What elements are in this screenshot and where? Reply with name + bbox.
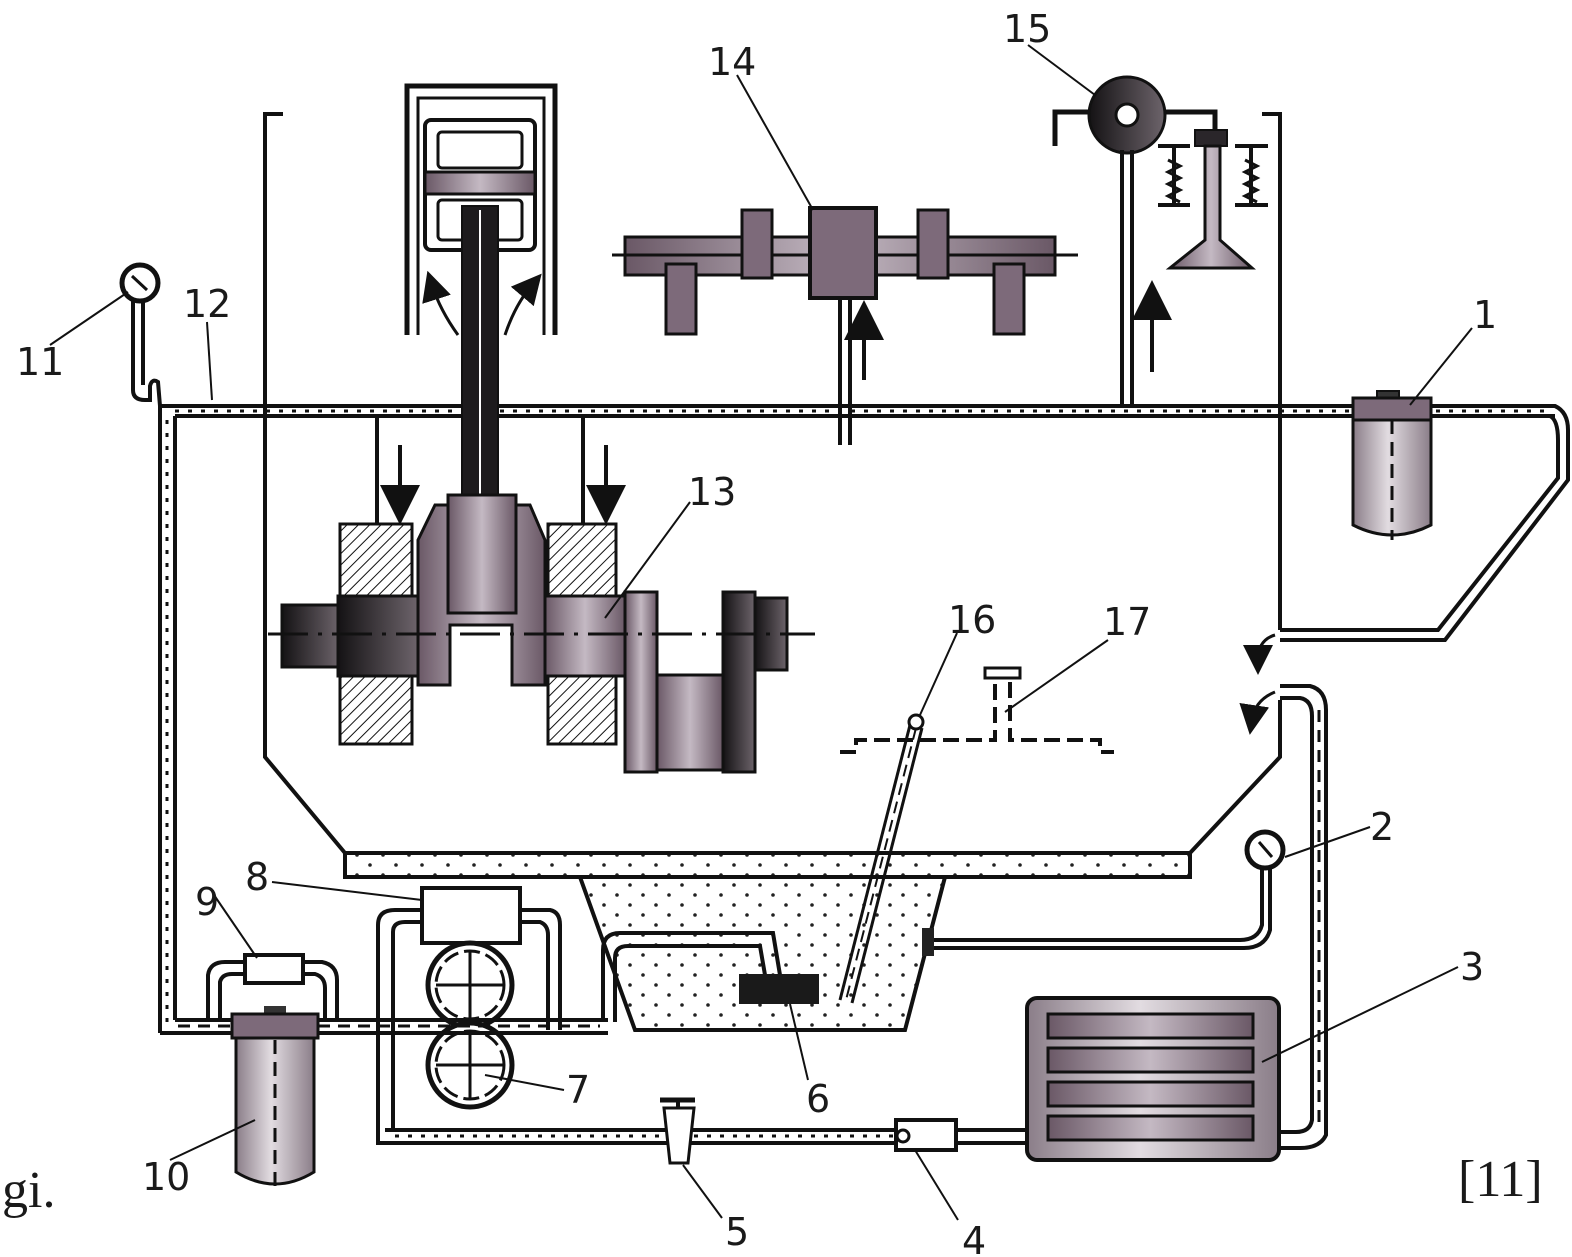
filter-1	[1351, 390, 1433, 540]
callout-2: 2	[1370, 805, 1394, 849]
bottom-manifold	[160, 960, 608, 1035]
callout-6: 6	[806, 1077, 830, 1121]
cooler-line	[1235, 684, 1328, 1150]
callout-10: 10	[142, 1155, 190, 1199]
callout-1: 1	[1473, 293, 1497, 337]
drain-tap-5	[660, 1097, 696, 1165]
oil-pickup-6	[601, 931, 819, 1022]
callout-9: 9	[195, 880, 219, 924]
camshaft	[612, 206, 1078, 445]
callout-17: 17	[1103, 600, 1151, 644]
oil-cooler-3	[1025, 996, 1281, 1162]
oil-pump-7	[420, 886, 562, 1110]
callout-labels: 1 2 3 4 5 6 7 8 9 10 11 12 13 14 15 16 1…	[16, 7, 1497, 1257]
callout-12: 12	[183, 282, 231, 326]
piston-assembly	[404, 83, 558, 499]
left-text-fragment: gi.	[2, 1162, 55, 1219]
callout-7: 7	[566, 1068, 590, 1112]
pressure-valve-9	[243, 953, 305, 985]
callout-13: 13	[688, 470, 736, 514]
citation-label: [11]	[1458, 1151, 1543, 1208]
callout-14: 14	[708, 40, 756, 84]
pressure-gauge-11	[119, 262, 162, 407]
callout-8: 8	[245, 855, 269, 899]
crankshaft	[268, 416, 815, 774]
oil-level-band	[343, 851, 1192, 879]
callout-15: 15	[1003, 7, 1051, 51]
filter-10	[230, 1006, 320, 1188]
leader-lines	[49, 44, 1473, 1221]
dipstick-16	[838, 713, 925, 1004]
callout-11: 11	[16, 340, 64, 384]
callout-16: 16	[948, 598, 996, 642]
main-oil-gallery	[158, 404, 1570, 1033]
callout-5: 5	[725, 1210, 749, 1254]
callout-4: 4	[962, 1219, 986, 1257]
callout-3: 3	[1460, 945, 1484, 989]
valve-4	[894, 1118, 958, 1152]
pressure-gauge-2	[922, 829, 1286, 956]
breather-17	[840, 666, 1114, 754]
rocker-valve-assembly	[1052, 75, 1268, 406]
